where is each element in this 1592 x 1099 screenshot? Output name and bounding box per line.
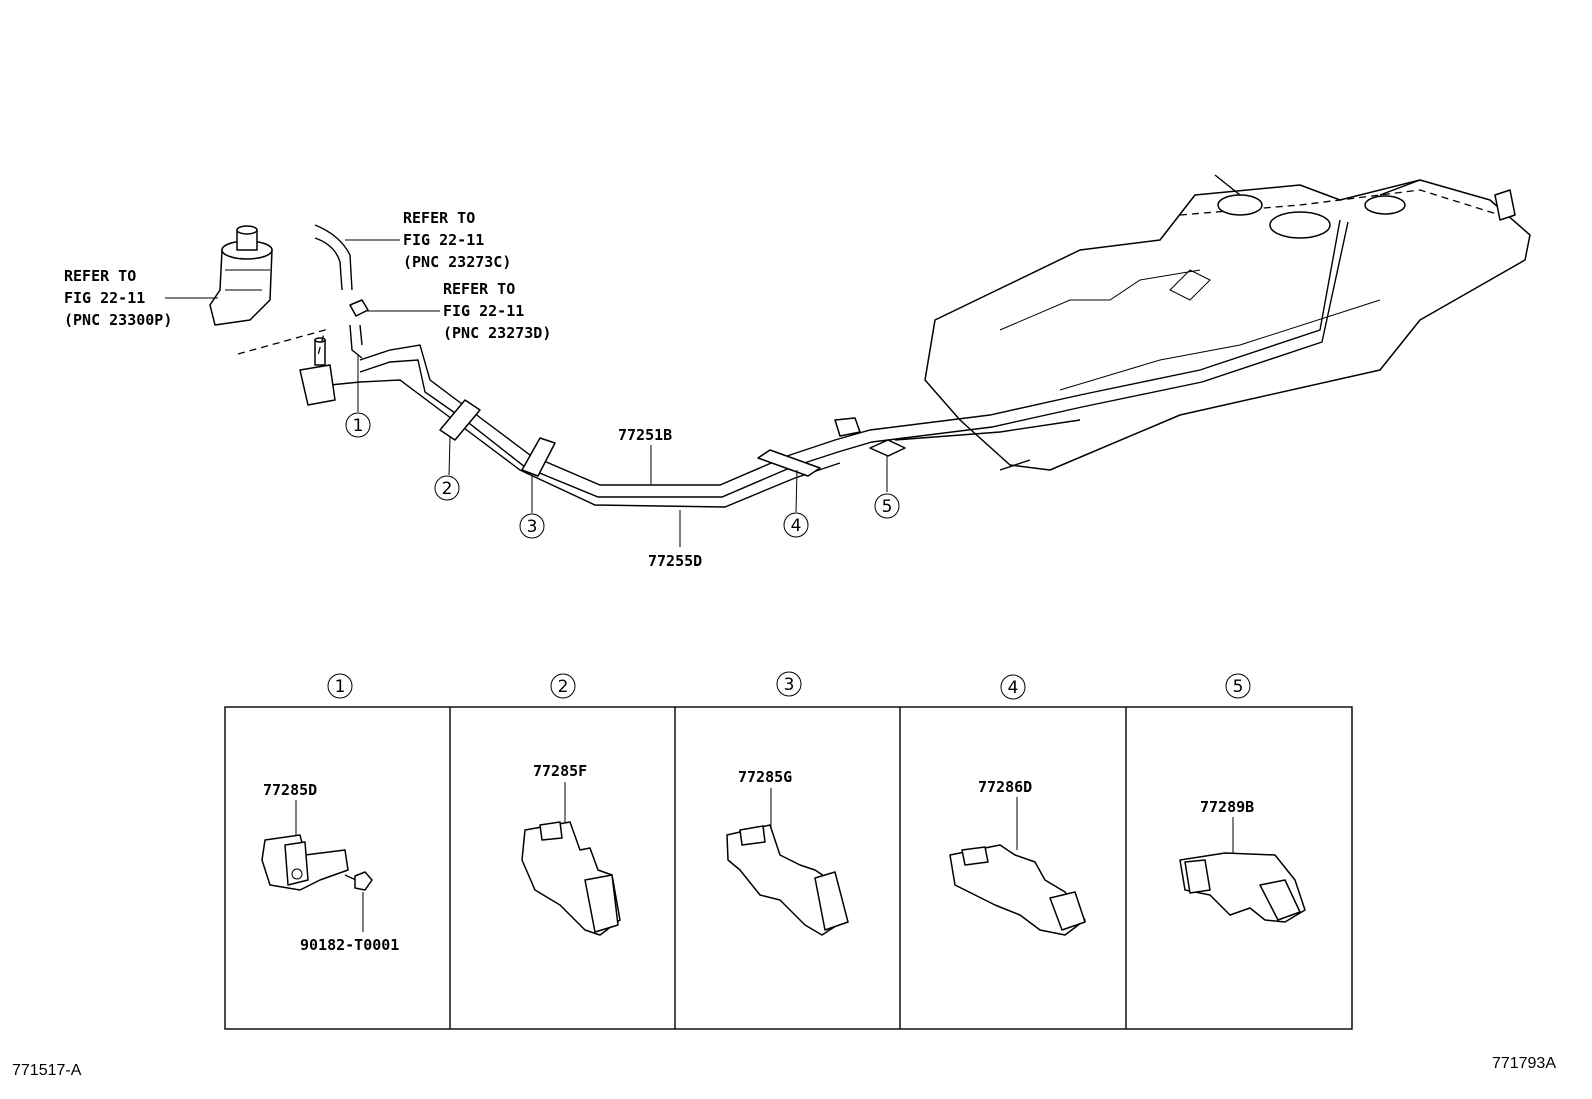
svg-text:REFER TO: REFER TO [443,280,515,298]
part-label-77285G: 77285G [738,768,792,786]
svg-text:2: 2 [558,677,569,697]
callout-1: 1 [345,412,371,438]
panel-3-clamp-77285G: 77285G [726,768,849,936]
panel-marker-1: 1 [327,673,353,699]
svg-text:3: 3 [527,517,538,537]
fuel-tank [924,174,1531,471]
footer-code-right: 771793A [1492,1055,1556,1072]
panel-4-clamp-77286D: 77286D [949,778,1086,936]
part-label-77286D: 77286D [978,778,1032,796]
panel-marker-5: 5 [1225,673,1251,699]
svg-text:5: 5 [1233,677,1244,697]
svg-text:FIG 22-11: FIG 22-11 [443,302,524,320]
panel-1-clamp-77285D: 77285D 90182-T0001 [261,781,399,954]
part-label-77285D: 77285D [263,781,317,799]
leader-lines [165,239,888,547]
part-label-77255D: 77255D [648,552,702,570]
svg-text:2: 2 [442,479,453,499]
valve-assembly [299,337,336,406]
part-label-90182-T0001: 90182-T0001 [300,936,399,954]
footer-code-left: 771517-A [12,1062,82,1079]
svg-text:4: 4 [791,516,802,536]
svg-text:(PNC 23300P): (PNC 23300P) [64,311,172,329]
svg-text:REFER TO: REFER TO [403,209,475,227]
panel-5-clamp-77289B: 77289B [1179,798,1306,923]
callout-3: 3 [519,513,545,539]
hose [314,224,369,359]
svg-text:FIG 22-11: FIG 22-11 [64,289,145,307]
panel-2-clamp-77285F: 77285F [521,762,621,936]
panel-marker-3: 3 [776,671,802,697]
vapor-canister [209,225,273,326]
svg-text:(PNC 23273D): (PNC 23273D) [443,324,551,342]
line-clamps [439,399,906,477]
canister-dashed-connection [237,329,326,356]
callout-2: 2 [434,475,460,501]
part-label-77289B: 77289B [1200,798,1254,816]
svg-text:FIG 22-11: FIG 22-11 [403,231,484,249]
refer-label-clip: REFER TO FIG 22-11 (PNC 23273D) [443,280,551,342]
fuel-lines [329,219,1349,508]
panel-marker-4: 4 [1000,674,1026,700]
part-label-77251B: 77251B [618,426,672,444]
refer-label-hose: REFER TO FIG 22-11 (PNC 23273C) [403,209,511,271]
refer-label-canister: REFER TO FIG 22-11 (PNC 23300P) [64,267,172,329]
svg-text:5: 5 [882,497,893,517]
svg-text:4: 4 [1008,678,1019,698]
callout-5: 5 [874,493,900,519]
callout-4: 4 [783,512,809,538]
svg-text:REFER TO: REFER TO [64,267,136,285]
part-label-77285F: 77285F [533,762,587,780]
svg-text:1: 1 [335,677,346,697]
svg-text:3: 3 [784,675,795,695]
svg-text:(PNC 23273C): (PNC 23273C) [403,253,511,271]
panel-marker-2: 2 [550,673,576,699]
clamp-panels [224,706,1353,1030]
svg-text:1: 1 [353,416,364,436]
